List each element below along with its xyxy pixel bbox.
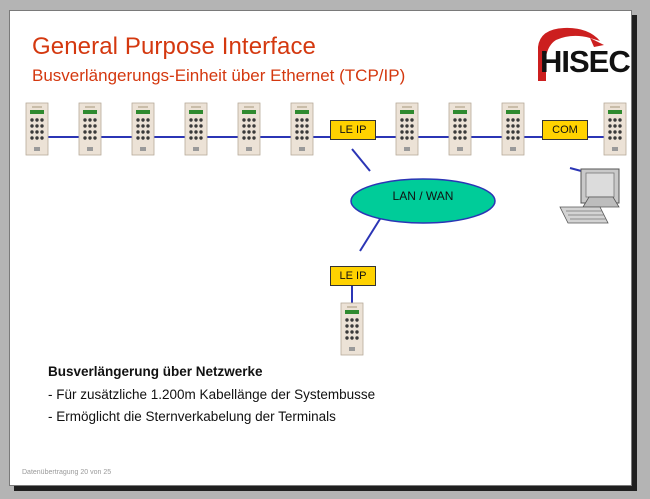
link-top-interface-to-network: [351, 148, 371, 172]
slide: General Purpose Interface Busverlängerun…: [9, 10, 632, 486]
link-network-to-bottom-interface: [359, 218, 381, 252]
network-cloud: [350, 178, 496, 224]
notes-heading: Busverlängerung über Netzwerke: [48, 364, 263, 379]
network-label: LAN / WAN: [392, 189, 454, 203]
notes-item-1: - Für zusätzliche 1.200m Kabellänge der …: [48, 387, 376, 402]
terminal-4: [184, 102, 208, 156]
terminal-remote: [340, 302, 364, 356]
notes-item-2: - Ermöglicht die Sternverkabelung der Te…: [48, 409, 336, 424]
terminal-9: [501, 102, 525, 156]
logo-text: HISEC: [540, 44, 631, 79]
terminal-3: [131, 102, 155, 156]
network-diagram: [25, 102, 627, 356]
terminal-5: [237, 102, 261, 156]
terminal-6: [290, 102, 314, 156]
terminal-1: [25, 102, 49, 156]
slide-footer: Datenübertragung 20 von 25: [22, 469, 112, 476]
notes-section: Busverlängerung über Netzwerke - Für zus…: [48, 364, 375, 431]
terminal-8: [448, 102, 472, 156]
hisec-logo-icon: [538, 27, 604, 81]
computer-icon: [559, 168, 620, 224]
interface-box-le-ip-top: LE IP: [330, 120, 376, 140]
slide-subtitle: Busverlängerungs-Einheit über Ethernet (…: [32, 66, 406, 85]
slide-title: General Purpose Interface: [32, 33, 316, 60]
interface-box-le-ip-bottom: LE IP: [330, 266, 376, 286]
terminal-7: [395, 102, 419, 156]
terminal-2: [78, 102, 102, 156]
terminal-10: [603, 102, 627, 156]
interface-box-com: COM: [542, 120, 588, 140]
